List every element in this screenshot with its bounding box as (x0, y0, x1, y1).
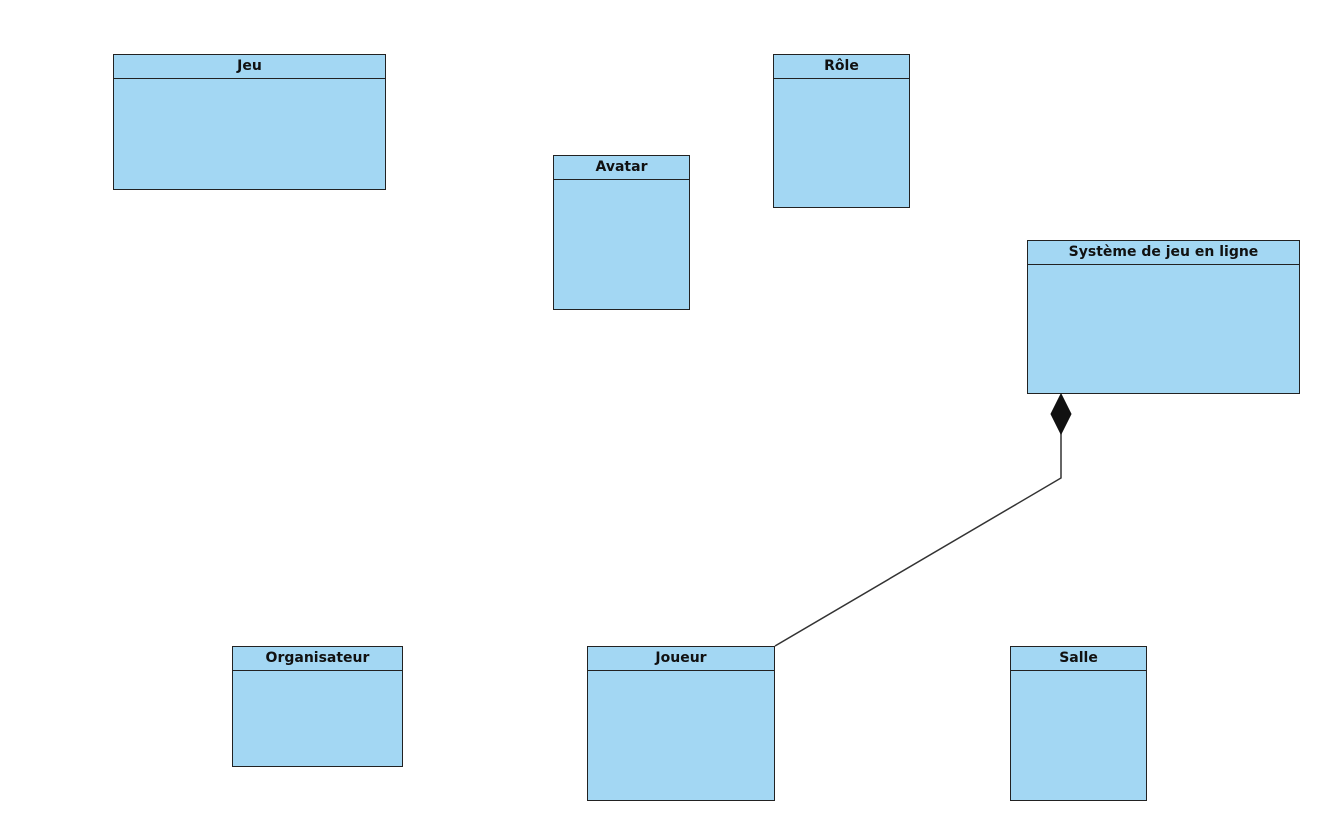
class-systeme-de-jeu-en-ligne[interactable]: Système de jeu en ligne (1027, 240, 1300, 394)
class-salle[interactable]: Salle (1010, 646, 1147, 801)
composition-line-systeme-joueur[interactable] (774, 433, 1062, 647)
class-role[interactable]: Rôle (773, 54, 910, 208)
class-name-salle: Salle (1011, 647, 1146, 671)
class-avatar[interactable]: Avatar (553, 155, 690, 310)
class-name-systeme: Système de jeu en ligne (1028, 241, 1299, 265)
class-name-joueur: Joueur (588, 647, 774, 671)
class-jeu[interactable]: Jeu (113, 54, 386, 190)
composition-diamond-icon (1050, 392, 1072, 436)
class-name-organisateur: Organisateur (233, 647, 402, 671)
class-organisateur[interactable]: Organisateur (232, 646, 403, 767)
class-name-jeu: Jeu (114, 55, 385, 79)
class-name-role: Rôle (774, 55, 909, 79)
class-name-avatar: Avatar (554, 156, 689, 180)
class-joueur[interactable]: Joueur (587, 646, 775, 801)
